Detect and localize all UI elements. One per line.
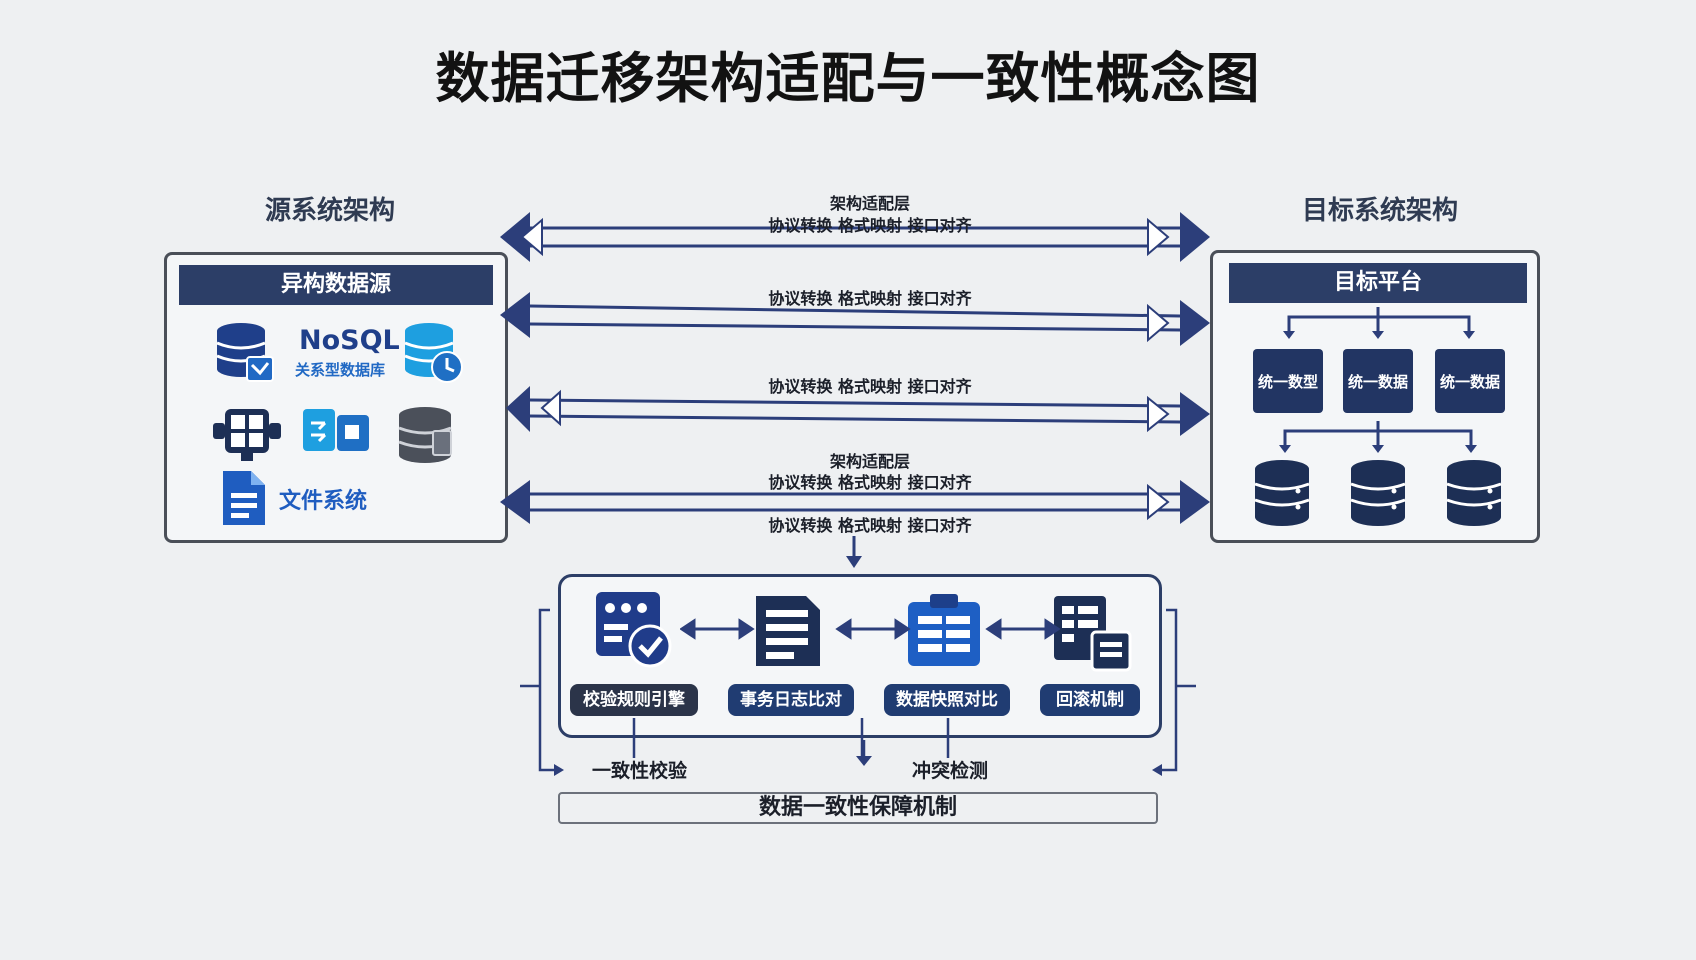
- adapter-arrows: [500, 212, 1210, 524]
- adapter-layer-label: 架构适配层: [829, 194, 910, 213]
- database-icon: [1350, 460, 1406, 526]
- check-connectors: [632, 718, 872, 766]
- target-heading: 目标系统架构: [1301, 196, 1458, 226]
- adapter-row-label: 协议转换 格式映射 接口对齐: [768, 216, 972, 235]
- database-clock-icon: [404, 323, 463, 383]
- target-tile-label: 统一数据: [1439, 372, 1500, 391]
- adapter-down-label: 协议转换 格式映射 接口对齐: [768, 516, 972, 535]
- document-log-icon: [756, 596, 820, 666]
- clipboard-icon: [908, 594, 980, 666]
- rules-engine-button[interactable]: 校验规则引擎: [570, 684, 698, 716]
- database-gray-icon: [398, 407, 452, 463]
- target-tile-2: 统一数据: [1343, 349, 1413, 413]
- log-compare-button[interactable]: 事务日志比对: [728, 684, 854, 716]
- consistency-footer: 数据一致性保障机制: [558, 792, 1158, 824]
- rollback-button[interactable]: 回滚机制: [1040, 684, 1140, 716]
- target-branch-bottom: [1279, 421, 1477, 453]
- target-panel-title: 目标平台: [1229, 263, 1527, 303]
- filesystem-label: 文件系统: [279, 489, 368, 514]
- down-arrow: [846, 536, 862, 568]
- target-tile-label: 统一数据: [1347, 372, 1408, 391]
- target-tile-3: 统一数据: [1435, 349, 1505, 413]
- target-branch-top: [1283, 307, 1475, 339]
- rules-check-icon: [596, 592, 672, 668]
- source-panel-title: 异构数据源: [179, 265, 493, 305]
- connector-icon: [303, 409, 369, 451]
- consistency-brackets: [520, 608, 1196, 776]
- target-panel: 目标平台 统一数型 统一数据 统一数据: [1210, 250, 1540, 543]
- database-icon: [1254, 460, 1310, 526]
- consistency-check-label: 一致性校验: [592, 760, 688, 782]
- conflict-detect-label: 冲突检测: [912, 760, 989, 782]
- page-title: 数据迁移架构适配与一致性概念图: [435, 47, 1261, 110]
- snapshot-compare-button[interactable]: 数据快照对比: [884, 684, 1010, 716]
- relational-label: 关系型数据库: [295, 361, 386, 379]
- nosql-label: NoSQL: [299, 325, 400, 356]
- file-icon: [223, 471, 265, 525]
- adapter-row-label: 协议转换 格式映射 接口对齐: [768, 377, 972, 396]
- conflict-connector: [946, 718, 950, 758]
- database-icon: [216, 323, 274, 382]
- adapter-row-label: 协议转换 格式映射 接口对齐: [768, 473, 972, 492]
- adapter-row-label: 协议转换 格式映射 接口对齐: [768, 289, 972, 308]
- database-icon: [1446, 460, 1502, 526]
- source-panel: 异构数据源 NoSQL 关系型数据库: [164, 252, 508, 543]
- target-tile-label: 统一数型: [1257, 372, 1318, 391]
- rollback-icon: [1054, 596, 1132, 672]
- process-links: [680, 618, 1061, 640]
- grid-device-icon: [213, 409, 281, 461]
- adapter-layer-label: 架构适配层: [829, 452, 910, 471]
- target-tile-1: 统一数型: [1253, 349, 1323, 413]
- source-heading: 源系统架构: [264, 196, 395, 226]
